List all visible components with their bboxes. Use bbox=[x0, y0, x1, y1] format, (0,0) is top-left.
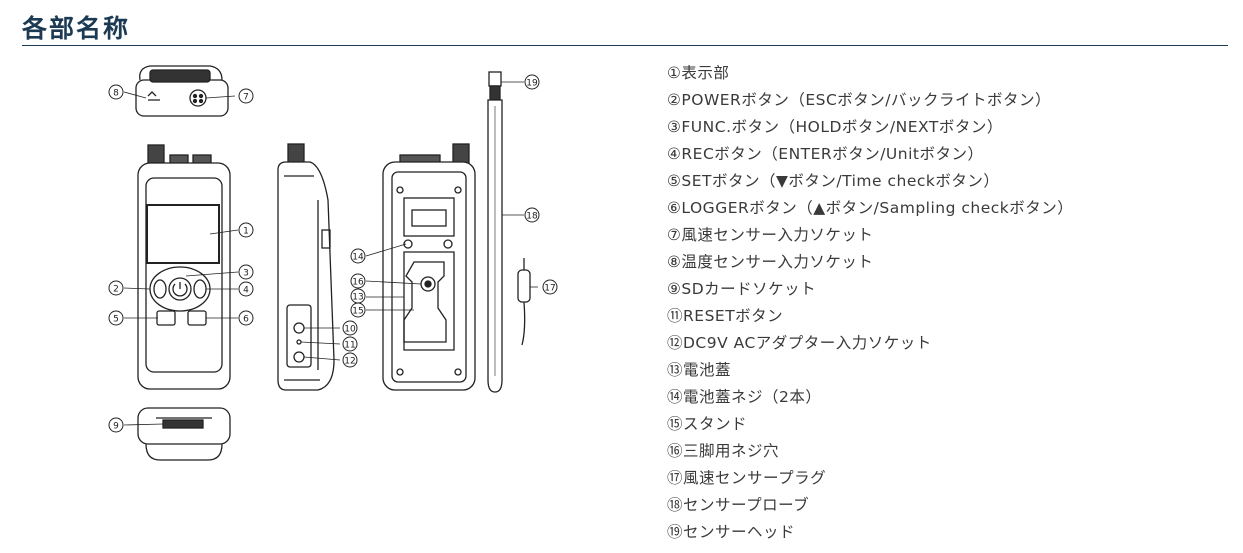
front-view bbox=[137, 144, 231, 390]
callout-circle bbox=[238, 264, 254, 280]
callout-circle bbox=[238, 222, 254, 238]
callout-circle bbox=[108, 280, 124, 296]
bottom-view bbox=[137, 407, 231, 461]
list-item: ⑯三脚用ネジ穴 bbox=[667, 442, 780, 460]
parts-list: ①表示部 ②POWERボタン（ESCボタン/バックライトボタン） ③FUNC.ボ… bbox=[667, 60, 1073, 546]
callout-number: 13 bbox=[352, 293, 363, 303]
callout-circle bbox=[238, 88, 254, 104]
callout-number: 18 bbox=[526, 212, 538, 222]
callout-marker: 17 bbox=[542, 279, 558, 295]
page-title: 各部名称 bbox=[22, 14, 131, 43]
callout-marker: 13 bbox=[350, 288, 366, 304]
callout-marker: 3 bbox=[238, 264, 254, 280]
callout-marker: 2 bbox=[108, 280, 124, 296]
title-underline bbox=[22, 45, 1228, 46]
list-item: ⑭電池蓋ネジ（2本） bbox=[667, 388, 822, 406]
list-item: ⑱センサープローブ bbox=[667, 496, 810, 514]
list-item: ③FUNC.ボタン（HOLDボタン/NEXTボタン） bbox=[667, 118, 1003, 136]
callout-number: 1 bbox=[243, 227, 249, 237]
list-item: ⑮スタンド bbox=[667, 415, 748, 433]
side-view bbox=[277, 143, 335, 391]
callout-marker: 14 bbox=[350, 248, 366, 264]
callout-marker: 6 bbox=[238, 310, 254, 326]
callout-number: 2 bbox=[113, 285, 119, 295]
callout-marker: 4 bbox=[238, 281, 254, 297]
callout-marker: 7 bbox=[238, 88, 254, 104]
callout-marker: 11 bbox=[342, 336, 358, 352]
callout-number: 9 bbox=[113, 422, 119, 432]
list-item: ②POWERボタン（ESCボタン/バックライトボタン） bbox=[667, 91, 1052, 109]
callout-circle bbox=[524, 74, 540, 90]
callout-circle bbox=[342, 352, 358, 368]
callout-marker: 15 bbox=[350, 302, 366, 318]
callout-circle bbox=[108, 417, 124, 433]
callout-marker: 16 bbox=[350, 273, 366, 289]
callout-number: 8 bbox=[113, 89, 119, 99]
list-item: ⑨SDカードソケット bbox=[667, 280, 817, 298]
list-item: ⑧温度センサー入力ソケット bbox=[667, 253, 874, 271]
callout-number: 14 bbox=[352, 253, 364, 263]
callout-marker: 8 bbox=[108, 84, 124, 100]
list-item: ⑤SETボタン（▼ボタン/Time checkボタン） bbox=[667, 172, 1000, 190]
list-item: ①表示部 bbox=[667, 64, 730, 82]
callout-number: 11 bbox=[344, 341, 355, 351]
callout-marker: 5 bbox=[108, 310, 124, 326]
callout-circle bbox=[108, 84, 124, 100]
callout-marker: 1 bbox=[238, 222, 254, 238]
callout-number: 5 bbox=[113, 315, 119, 325]
callout-circle bbox=[342, 336, 358, 352]
list-item: ⑰風速センサープラグ bbox=[667, 469, 827, 487]
callout-marker: 10 bbox=[342, 320, 358, 336]
callout-number: 3 bbox=[243, 269, 249, 279]
callout-marker: 12 bbox=[342, 352, 358, 368]
callout-circle bbox=[542, 279, 558, 295]
callout-circle bbox=[238, 281, 254, 297]
callout-marker: 18 bbox=[524, 207, 540, 223]
callout-number: 4 bbox=[243, 286, 249, 296]
callout-circle bbox=[350, 273, 366, 289]
callout-number: 15 bbox=[352, 307, 363, 317]
sensor-probe bbox=[487, 71, 531, 393]
callout-circle bbox=[342, 320, 358, 336]
list-item: ⑫DC9V ACアダプター入力ソケット bbox=[667, 334, 932, 352]
callout-number: 12 bbox=[344, 357, 355, 367]
list-item: ④RECボタン（ENTERボタン/Unitボタン） bbox=[667, 145, 984, 163]
callout-circle bbox=[350, 248, 366, 264]
list-item: ⑥LOGGERボタン（▲ボタン/Sampling checkボタン） bbox=[667, 199, 1074, 217]
callout-circle bbox=[524, 207, 540, 223]
callout-circle bbox=[238, 310, 254, 326]
callout-number: 7 bbox=[243, 93, 249, 103]
callout-marker: 9 bbox=[108, 417, 124, 433]
callout-number: 16 bbox=[352, 278, 364, 288]
callout-circle bbox=[108, 310, 124, 326]
back-view bbox=[382, 143, 476, 391]
list-item: ⑪RESETボタン bbox=[667, 307, 784, 325]
list-item: ⑬電池蓋 bbox=[667, 361, 732, 379]
callout-number: 17 bbox=[544, 284, 555, 294]
callout-circle bbox=[350, 302, 366, 318]
list-item: ⑲センサーヘッド bbox=[667, 523, 796, 541]
callout-marker: 19 bbox=[524, 74, 540, 90]
top-view bbox=[135, 65, 229, 117]
list-item: ⑦風速センサー入力ソケット bbox=[667, 226, 874, 244]
callout-number: 10 bbox=[344, 325, 356, 335]
callout-number: 6 bbox=[243, 315, 249, 325]
callout-number: 19 bbox=[526, 79, 538, 89]
